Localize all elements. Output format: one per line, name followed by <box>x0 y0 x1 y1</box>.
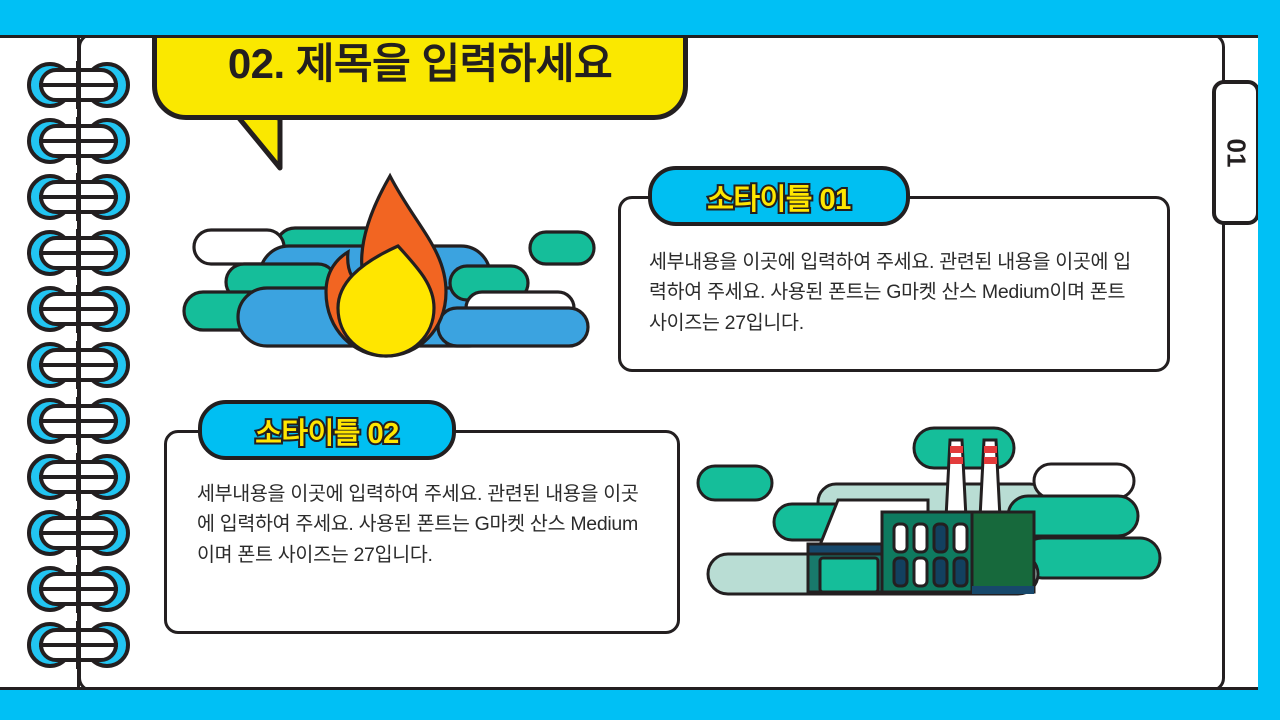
binding-ring-notch <box>76 341 81 389</box>
binding-ring-notch <box>76 229 81 277</box>
binding-ring-notch <box>76 621 81 669</box>
flame-illustration <box>178 158 602 374</box>
binding-ring <box>27 509 130 557</box>
subtitle-badge-2-label: 소타이틀 02 <box>253 416 401 452</box>
binding-ring <box>27 453 130 501</box>
bottom-cyan-band <box>0 690 1280 720</box>
binding-ring <box>27 341 130 389</box>
binding-ring <box>27 565 130 613</box>
binding-ring-notch <box>76 173 81 221</box>
factory-illustration <box>678 400 1182 632</box>
binding-ring <box>27 173 130 221</box>
slide-title: 02. 제목을 입력하세요 <box>227 39 613 87</box>
binding-ring <box>27 397 130 445</box>
side-tab-label: 01 <box>1221 138 1252 167</box>
binding-ring-notch <box>76 397 81 445</box>
subtitle-badge-1-label: 소타이틀 01 <box>705 182 853 218</box>
subtitle-badge-1: 소타이틀 01 <box>648 166 910 226</box>
binding-ring-notch <box>76 285 81 333</box>
binding-ring-notch <box>76 117 81 165</box>
page-top-edge <box>0 35 1280 38</box>
binding-ring <box>27 285 130 333</box>
side-tab[interactable]: 01 <box>1212 80 1260 225</box>
top-cyan-band <box>0 0 1280 35</box>
page-bottom-edge <box>0 687 1280 690</box>
subtitle-badge-2: 소타이틀 02 <box>198 400 456 460</box>
binding-ring-notch <box>76 509 81 557</box>
binding-ring <box>27 229 130 277</box>
binding-ring-notch <box>76 565 81 613</box>
binding-ring <box>27 621 130 669</box>
binding-ring <box>27 117 130 165</box>
binding-ring <box>27 61 130 109</box>
card-2-body: 세부내용을 이곳에 입력하여 주세요. 관련된 내용을 이곳에 입력하여 주세요… <box>197 483 639 566</box>
binding-ring-notch <box>76 61 81 109</box>
binding-ring-notch <box>76 453 81 501</box>
content-card-2: 세부내용을 이곳에 입력하여 주세요. 관련된 내용을 이곳에 입력하여 주세요… <box>164 430 680 634</box>
card-1-body: 세부내용을 이곳에 입력하여 주세요. 관련된 내용을 이곳에 입력하여 주세요… <box>649 251 1131 334</box>
right-cyan-band <box>1258 0 1280 720</box>
